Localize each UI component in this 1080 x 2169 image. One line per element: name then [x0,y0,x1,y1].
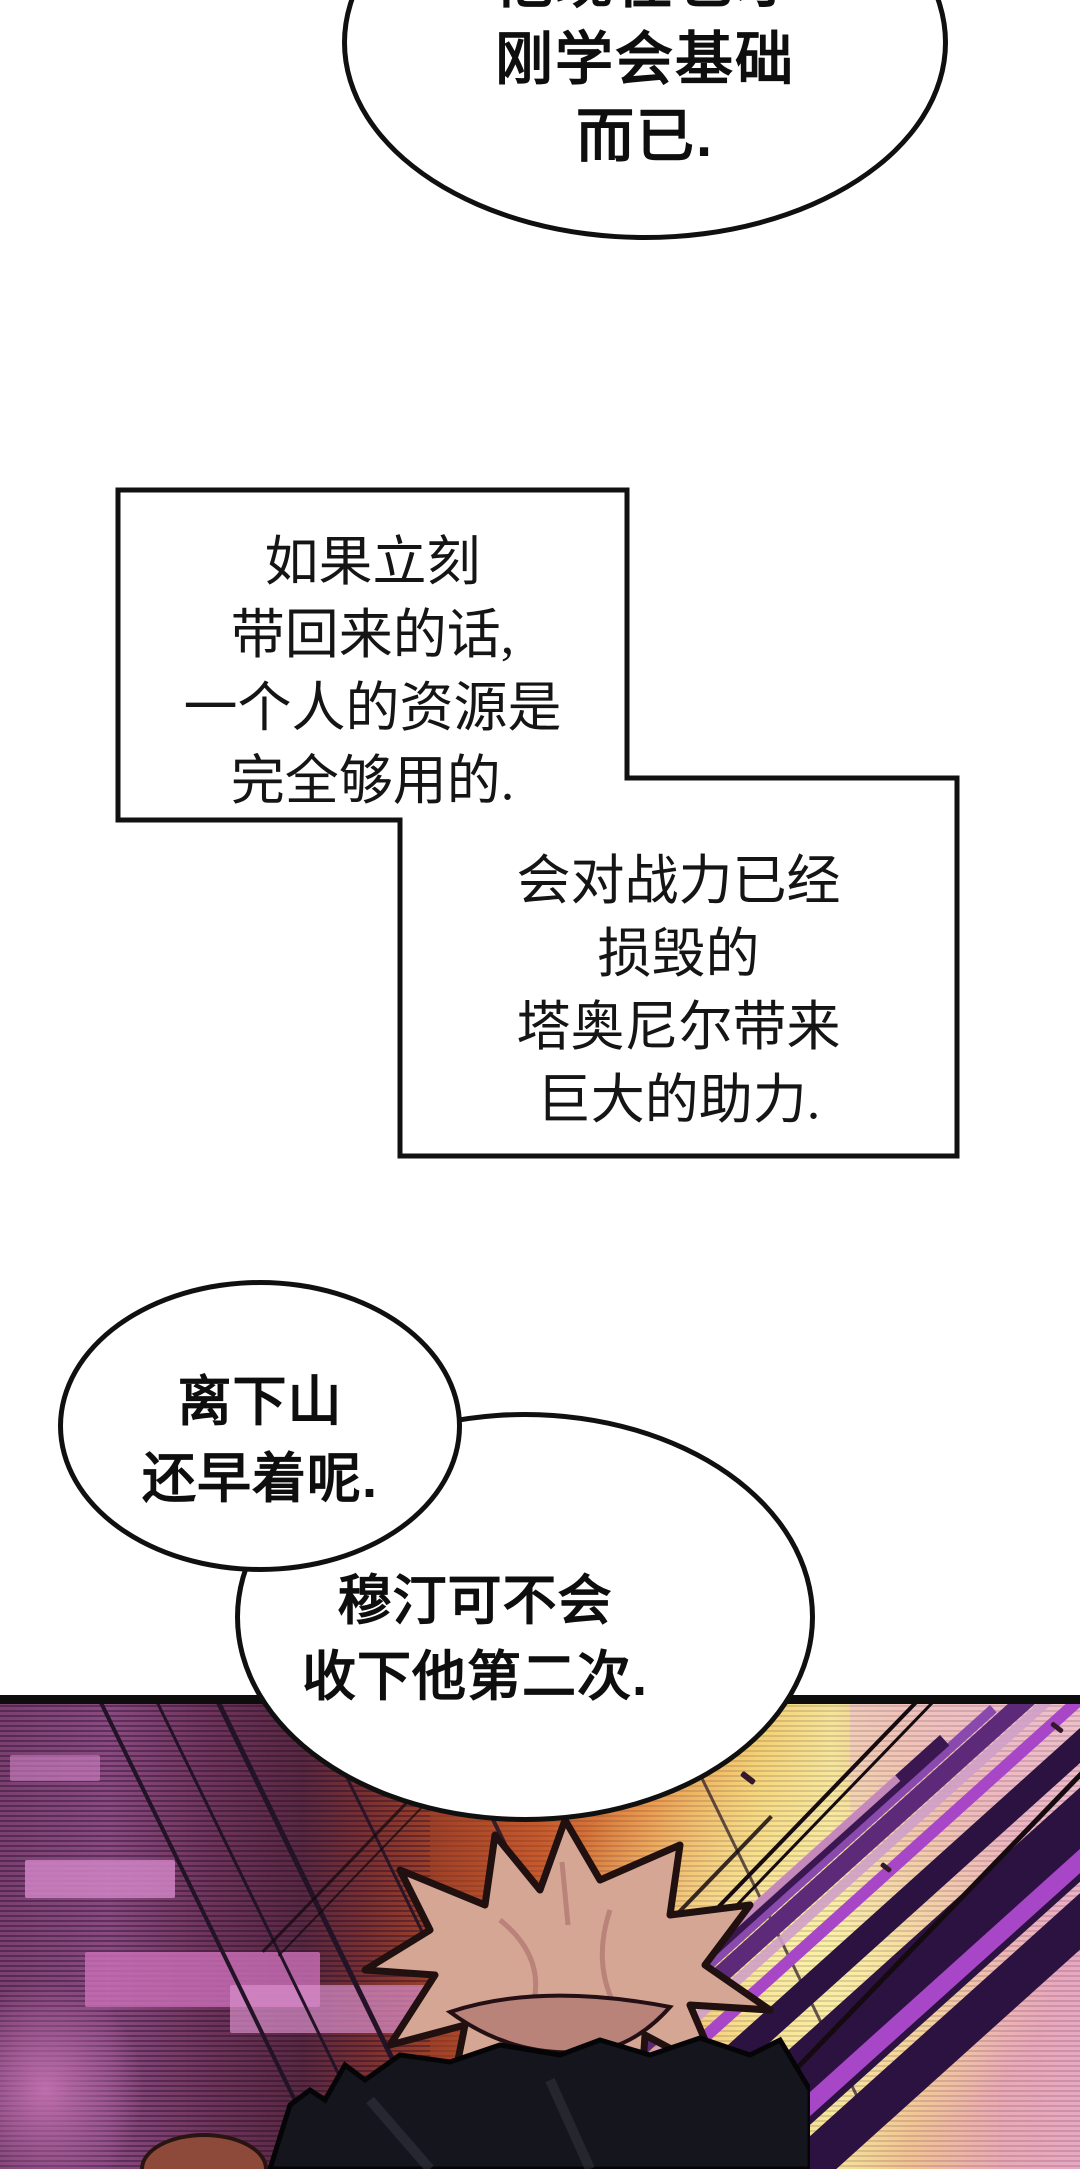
narration-box1-text: 如果立刻 带回来的话, 一个人的资源是 完全够用的. [118,526,627,818]
speech-line: 收下他第二次. [301,1647,648,1707]
narration-line: 会对战力已经 [516,851,841,911]
character-figure [267,1816,810,2169]
speech-line: 还早着呢. [141,1449,378,1509]
jacket [267,2035,810,2169]
hair-bang [445,1993,674,2055]
narration-line: 巨大的助力. [536,1070,821,1130]
speech-line: 他现在也才 [347,0,943,21]
narration-box2-text: 会对战力已经 损毁的 塔奥尼尔带来 巨大的助力. [400,845,957,1137]
hair-strand [559,1861,571,1926]
speech-text: 他现在也才 刚学会基础 而已. [347,0,943,175]
speech-text: 穆汀可不会 收下他第二次. [240,1563,710,1715]
narration-line: 塔奥尼尔带来 [516,997,841,1057]
speech-text: 离下山 还早着呢. [63,1364,457,1518]
jacket-highlight [366,2096,434,2169]
narration-line: 完全够用的. [230,751,515,811]
narration-line: 一个人的资源是 [183,678,562,738]
narration-box-outline [115,487,960,1159]
glitch-rect [230,1985,430,2033]
speech-line: 刚学会基础 [494,27,795,92]
jacket-highlight [545,2077,595,2169]
glitch-rect [10,1755,100,1781]
magenta-glow-blob [0,1980,145,2169]
speech-line: 而已. [575,104,715,169]
speech-bubble-hill: 离下山 还早着呢. [58,1280,462,1572]
narration-box-union [115,487,960,1159]
speech-line: 穆汀可不会 [337,1571,613,1631]
narration-line: 如果立刻 [264,532,481,592]
speech-bubble-top: 他现在也才 刚学会基础 而已. [342,0,948,240]
narration-line: 带回来的话, [230,605,515,665]
narration-line: 损毁的 [597,924,760,984]
speech-line: 离下山 [177,1372,343,1432]
glitch-rect [25,1860,175,1898]
